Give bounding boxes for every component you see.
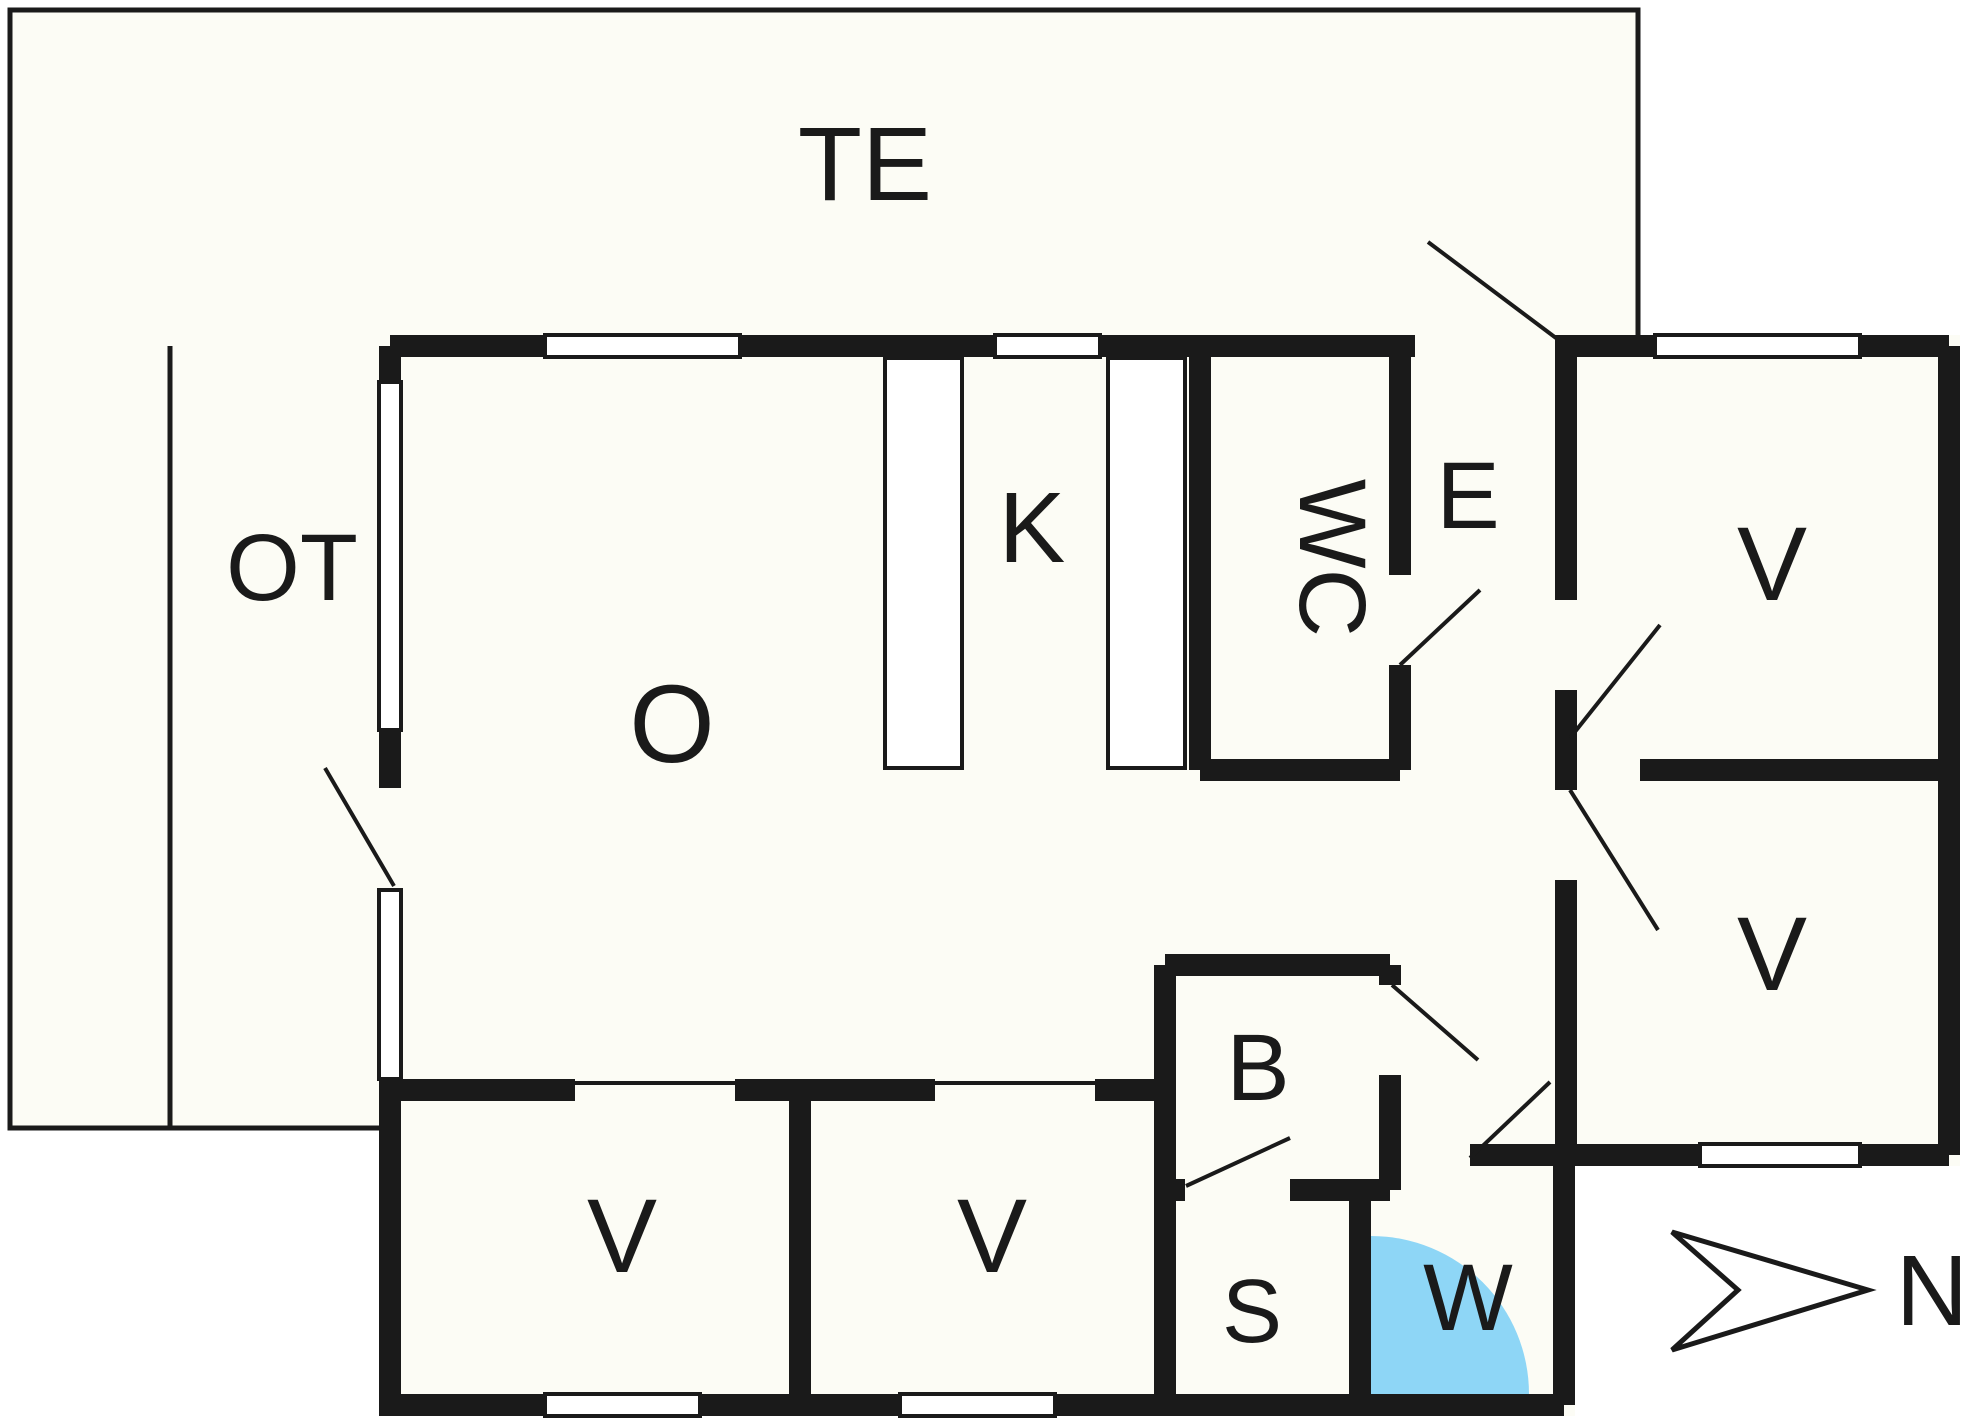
room-label-kitchen: K xyxy=(999,472,1066,584)
kitchen-counter-right xyxy=(1106,356,1187,770)
kitchen-counter-left xyxy=(883,356,964,770)
floor-main xyxy=(379,335,1577,1105)
room-label-wc: WC xyxy=(1279,479,1385,637)
room-label-living: O xyxy=(629,663,715,786)
shower-quarter-circle xyxy=(1371,1236,1529,1394)
room-label-bedroom-s-mid: V xyxy=(957,1178,1027,1295)
window-south-1 xyxy=(543,1392,702,1418)
room-label-covered-terrace: OT xyxy=(226,515,358,621)
window-bedroom-ne xyxy=(1653,333,1862,359)
window-west-2 xyxy=(377,888,403,1081)
window-south-2 xyxy=(898,1392,1057,1418)
door-swing-sauna xyxy=(1185,1136,1291,1188)
kitchen-counter-layer xyxy=(883,356,1187,770)
door-swing-bedroom-ne xyxy=(1568,623,1662,740)
room-label-terrace: TE xyxy=(798,106,932,223)
window-west-1 xyxy=(377,380,403,732)
door-swing-bedroom-se xyxy=(1568,788,1660,932)
door-swing-living-terrace xyxy=(323,766,396,888)
compass-north-label: N xyxy=(1896,1235,1968,1347)
room-label-bedroom-se: V xyxy=(1737,896,1807,1013)
room-label-sauna: S xyxy=(1222,1262,1282,1362)
door-swing-wc xyxy=(1398,588,1482,667)
window-layer xyxy=(377,333,1862,1418)
door-swing-bathroom xyxy=(1390,983,1480,1062)
north-arrow-icon xyxy=(1670,1229,1877,1353)
room-label-bedroom-ne: V xyxy=(1737,506,1807,623)
room-label-bathroom: B xyxy=(1226,1015,1289,1121)
window-bedroom-se xyxy=(1698,1142,1862,1168)
window-north-2 xyxy=(993,333,1102,359)
window-north-1 xyxy=(543,333,742,359)
door-swing-shower xyxy=(1468,1080,1552,1160)
room-label-bedroom-s-left: V xyxy=(587,1178,657,1295)
room-label-entry: E xyxy=(1436,443,1499,549)
door-swing-entry xyxy=(1426,240,1558,340)
floor-east-wing xyxy=(1544,335,1960,1166)
door-swing-layer xyxy=(323,240,1662,1188)
room-label-layer: TE OT O K WC E V V V V B S W N xyxy=(226,106,1968,1362)
room-label-shower: W xyxy=(1423,1245,1513,1351)
